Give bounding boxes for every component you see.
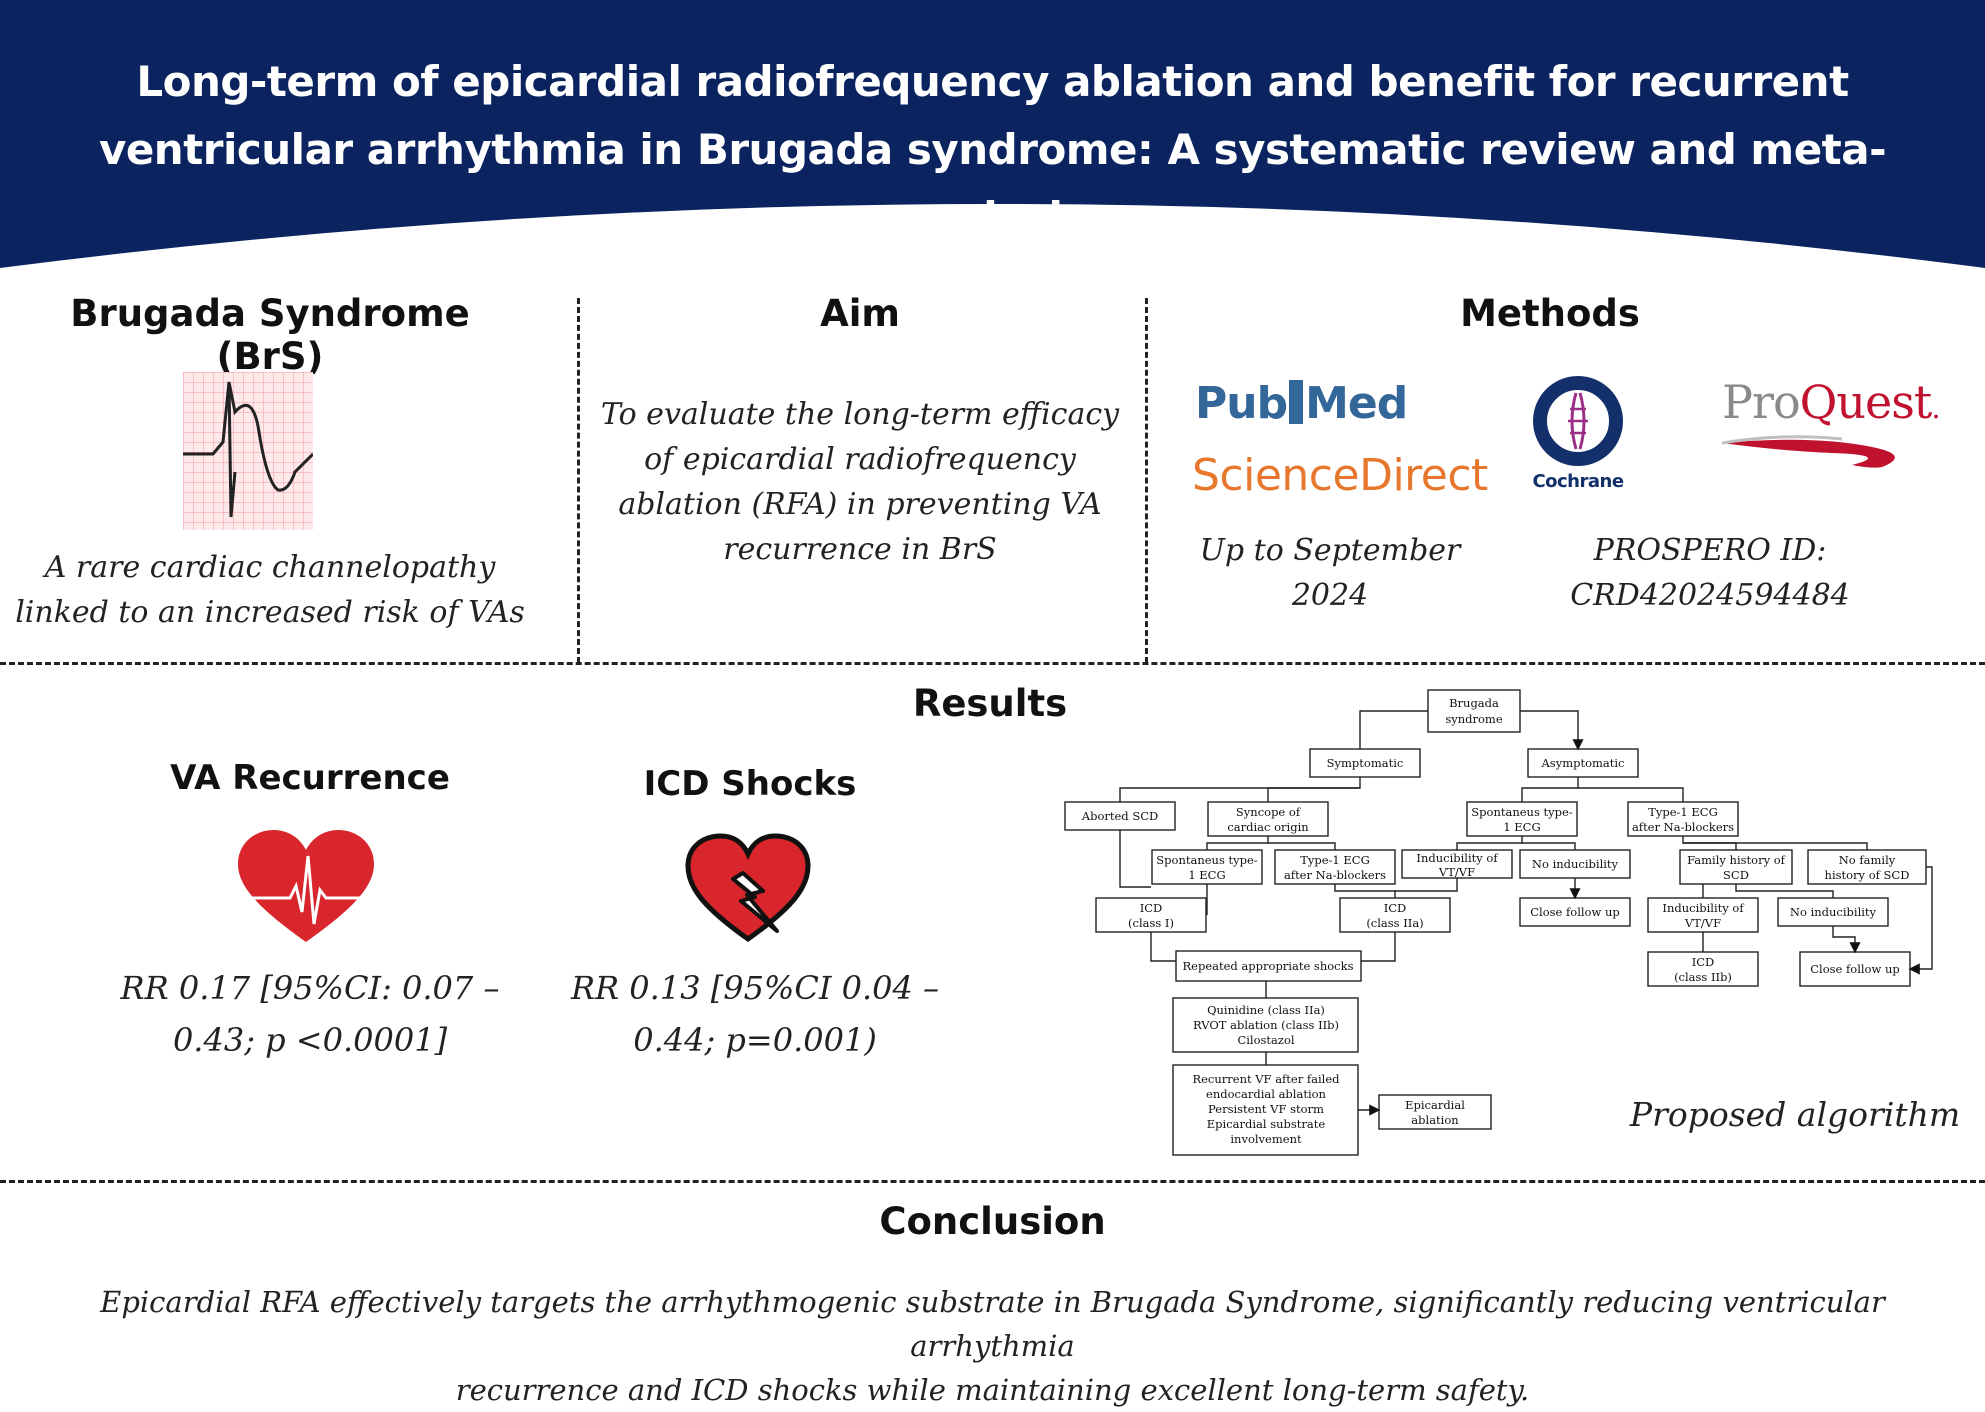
fc-no-inducibility-1: No inducibility (1532, 857, 1619, 871)
fc-aborted-scd: Aborted SCD (1081, 809, 1158, 823)
fc-icd-class2b-1: ICD (1692, 955, 1715, 969)
prospero-line-1: PROSPERO ID: (1593, 533, 1827, 568)
fc-icd-class1-2: (class I) (1128, 916, 1174, 930)
fc-type1na-right-1: Type-1 ECG (1648, 805, 1718, 819)
fc-inducibility-2a: Inducibility of (1662, 901, 1744, 915)
fc-type1na-left-1: Type-1 ECG (1300, 853, 1370, 867)
icd-shocks-heading: ICD Shocks (643, 764, 857, 804)
aim-line-2: of epicardial radiofrequency (644, 442, 1076, 477)
fc-repeated-shocks: Repeated appropriate shocks (1183, 959, 1354, 973)
icd-line-2: 0.44; p=0.001) (633, 1021, 877, 1059)
title-line-1: Long-term of epicardial radiofrequency a… (136, 57, 1849, 106)
icd-line-1: RR 0.13 [95%CI 0.04 – (570, 969, 940, 1007)
fc-syncope-2: cardiac origin (1227, 820, 1309, 834)
divider-1 (577, 298, 580, 663)
fc-recurrent-3: Persistent VF storm (1208, 1102, 1324, 1116)
fc-inducibility-2b: VT/VF (1684, 916, 1721, 930)
divider-2 (1145, 298, 1148, 663)
aim-line-4: recurrence in BrS (723, 532, 997, 567)
cochrane-emblem-icon (1533, 376, 1623, 466)
fc-no-family-1: No family (1839, 853, 1896, 867)
fc-icd-class2a-2: (class IIa) (1366, 916, 1423, 930)
date-line-1: Up to September (1199, 533, 1461, 568)
proquest-logo: ProQuest. (1722, 375, 1941, 475)
fc-spont-right-2: 1 ECG (1503, 820, 1540, 834)
fc-quinidine-3: Cilostazol (1237, 1033, 1294, 1047)
fc-brugada-2: syndrome (1445, 712, 1502, 726)
fc-inducibility-1a: Inducibility of (1416, 851, 1498, 865)
fc-icd-class2a-1: ICD (1384, 901, 1407, 915)
fc-icd-class1-1: ICD (1140, 901, 1163, 915)
aim-text: To evaluate the long-term efficacy of ep… (600, 392, 1120, 572)
fc-type1na-left-2: after Na-blockers (1284, 868, 1386, 882)
fc-recurrent-2: endocardial ablation (1206, 1087, 1326, 1101)
fc-inducibility-1b: VT/VF (1438, 865, 1475, 879)
fc-epicardial-1: Epicardial (1405, 1098, 1465, 1112)
fc-no-inducibility-2: No inducibility (1790, 905, 1877, 919)
va-line-1: RR 0.17 [95%CI: 0.07 – (120, 969, 500, 1007)
cochrane-logo: Cochrane (1528, 375, 1628, 492)
fc-close-follow-1: Close follow up (1530, 905, 1620, 919)
fc-no-family-2: history of SCD (1825, 868, 1910, 882)
conclusion-heading: Conclusion (879, 1200, 1106, 1243)
title-line-2: ventricular arrhythmia in Brugada syndro… (98, 125, 1887, 242)
sciencedirect-logo: ScienceDirect (1192, 450, 1488, 501)
conclusion-text: Epicardial RFA effectively targets the a… (20, 1280, 1965, 1412)
fc-family-history-2: SCD (1723, 868, 1749, 882)
fc-quinidine-1: Quinidine (class IIa) (1207, 1003, 1325, 1017)
results-heading: Results (912, 682, 1068, 725)
va-recurrence-result: RR 0.17 [95%CI: 0.07 – 0.43; p <0.0001] (100, 962, 520, 1066)
header-banner: Long-term of epicardial radiofrequency a… (0, 0, 1985, 280)
conclusion-line-2: recurrence and ICD shocks while maintain… (455, 1373, 1530, 1407)
fc-close-follow-2: Close follow up (1810, 962, 1900, 976)
fc-epicardial-2: ablation (1411, 1113, 1459, 1127)
fc-recurrent-5: involvement (1230, 1132, 1302, 1146)
methods-heading: Methods (1460, 292, 1640, 335)
heart-ecg-icon (238, 830, 374, 942)
fc-recurrent-4: Epicardial substrate (1207, 1117, 1326, 1131)
va-line-2: 0.43; p <0.0001] (172, 1021, 448, 1059)
fc-family-history-1: Family history of (1687, 853, 1786, 867)
prospero-id: PROSPERO ID: CRD42024594484 (1520, 528, 1900, 618)
fc-spont-left-1: Spontaneus type- (1156, 853, 1258, 867)
fc-brugada-1: Brugada (1449, 696, 1499, 710)
fc-spont-right-1: Spontaneus type- (1471, 805, 1573, 819)
fc-spont-left-2: 1 ECG (1188, 868, 1225, 882)
divider-horizontal-2 (0, 1180, 1985, 1183)
fc-type1na-right-2: after Na-blockers (1632, 820, 1734, 834)
page-title: Long-term of epicardial radiofrequency a… (40, 48, 1945, 252)
fc-recurrent-1: Recurrent VF after failed (1192, 1072, 1340, 1086)
brs-desc-line-2: linked to an increased risk of VAs (15, 595, 525, 630)
proquest-swoosh-icon (1722, 435, 1895, 468)
aim-line-3: ablation (RFA) in preventing VA (618, 487, 1102, 522)
cochrane-label: Cochrane (1532, 471, 1624, 492)
divider-horizontal-1 (0, 662, 1985, 665)
algorithm-caption: Proposed algorithm (1629, 1095, 1961, 1134)
fc-syncope-1: Syncope of (1236, 805, 1301, 819)
brs-description: A rare cardiac channelopathy linked to a… (10, 545, 530, 635)
icd-shocks-result: RR 0.13 [95%CI 0.04 – 0.44; p=0.001) (545, 962, 965, 1066)
date-line-2: 2024 (1291, 578, 1369, 613)
fc-icd-class2b-2: (class IIb) (1674, 970, 1732, 984)
brs-heading: Brugada Syndrome (BrS) (70, 292, 470, 378)
conclusion-line-1: Epicardial RFA effectively targets the a… (100, 1285, 1885, 1363)
ecg-icon (183, 372, 313, 530)
prospero-line-2: CRD42024594484 (1570, 578, 1850, 613)
header-background (0, 0, 1985, 268)
fc-symptomatic: Symptomatic (1327, 756, 1404, 770)
heart-lightning-icon (685, 833, 811, 943)
search-date: Up to September 2024 (1180, 528, 1480, 618)
va-recurrence-heading: VA Recurrence (170, 758, 450, 798)
algorithm-flowchart: Brugada syndrome Symptomatic Asymptomati… (1064, 689, 1933, 1156)
fc-asymptomatic: Asymptomatic (1540, 756, 1624, 770)
brs-desc-line-1: A rare cardiac channelopathy (44, 550, 496, 585)
fc-quinidine-2: RVOT ablation (class IIb) (1193, 1018, 1339, 1032)
aim-line-1: To evaluate the long-term efficacy (600, 397, 1120, 432)
aim-heading: Aim (820, 292, 900, 335)
